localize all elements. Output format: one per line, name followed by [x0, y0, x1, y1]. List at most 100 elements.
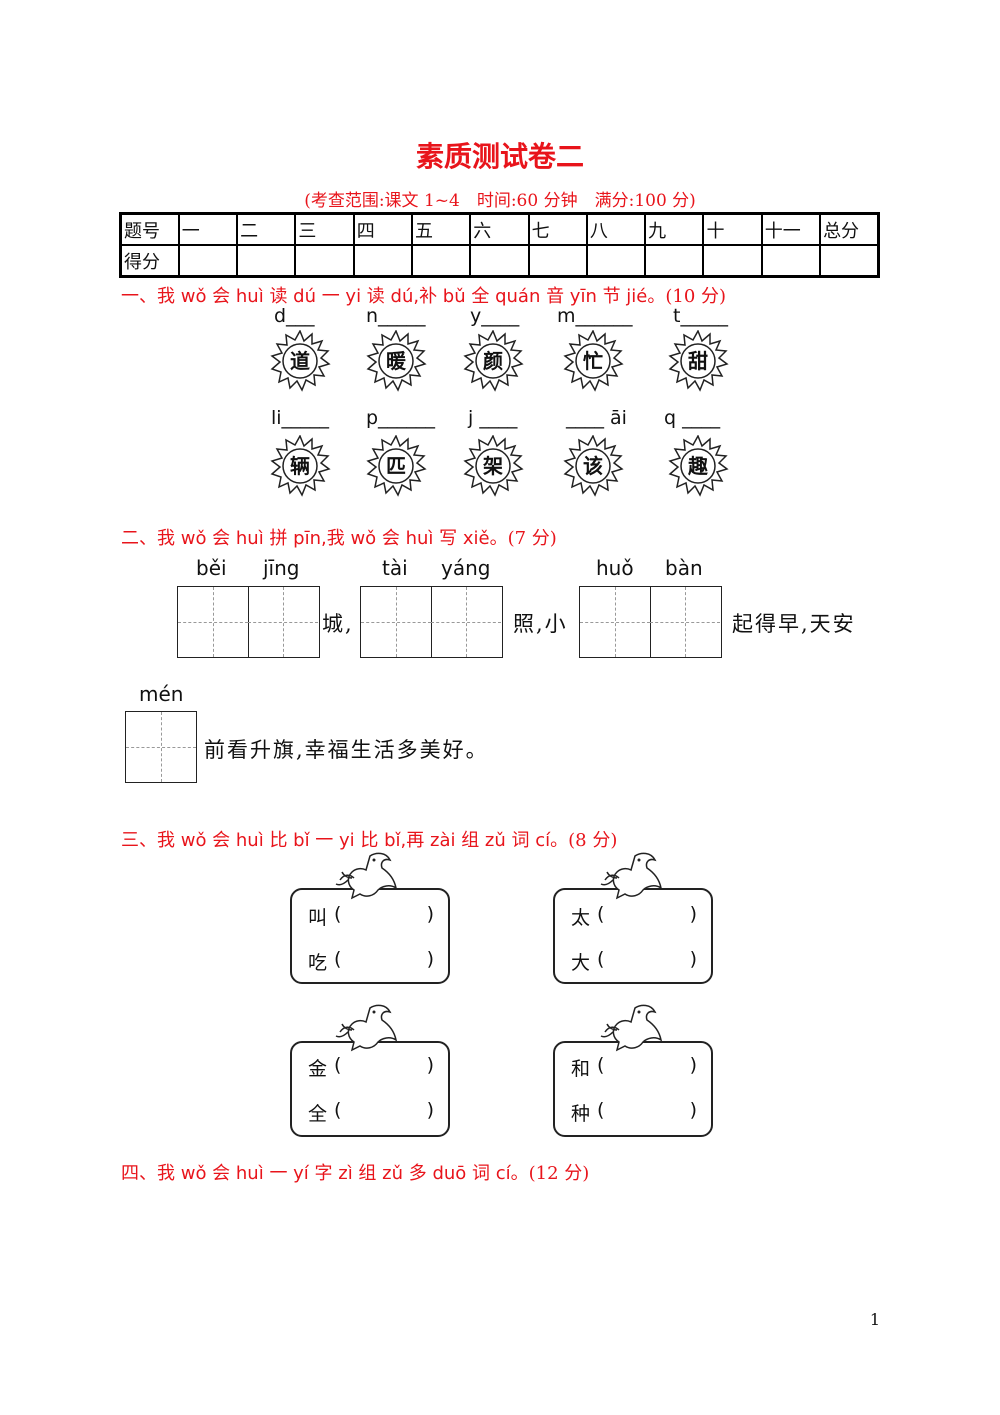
sun-icon: [463, 329, 524, 392]
sun-icon: [270, 329, 331, 392]
score-input-cell[interactable]: [585, 244, 647, 278]
sun-badge: 架: [462, 434, 524, 497]
right-paren: ): [426, 1099, 434, 1121]
q1-blank-label[interactable]: li_____: [271, 407, 330, 429]
word-line[interactable]: 大(): [571, 948, 697, 975]
sun-badge: 颜: [462, 329, 524, 392]
sun-badge: 暖: [365, 329, 427, 392]
sun-character: 架: [483, 454, 503, 478]
left-paren: (: [597, 903, 605, 925]
q1-blank-label[interactable]: m______: [557, 305, 633, 327]
answer-blank[interactable]: [617, 1099, 690, 1126]
answer-blank[interactable]: [354, 1099, 427, 1126]
sun-character: 该: [583, 454, 603, 478]
left-paren: (: [334, 1054, 342, 1076]
score-input-cell[interactable]: [760, 244, 822, 278]
q2-heading-text: 二、我 wǒ 会 huì 拼 pīn,我 wǒ 会 huì 写 xiě。: [121, 528, 508, 549]
score-input-cell[interactable]: [644, 244, 705, 278]
q1-blank-label[interactable]: y____: [470, 305, 520, 327]
q1-blank-label[interactable]: n_____: [366, 305, 426, 327]
dove-icon: [600, 852, 663, 900]
score-header-cell: 七: [527, 212, 588, 246]
sun-badge: 甜: [667, 329, 729, 392]
word-line[interactable]: 太 (): [571, 903, 697, 930]
pinyin-label: huǒ: [596, 556, 634, 580]
word-line[interactable]: 和(): [571, 1054, 697, 1081]
score-input-cell[interactable]: [410, 244, 472, 278]
pinyin-label: běi: [196, 556, 227, 580]
score-header-cell: 题号: [119, 212, 180, 246]
writing-cell[interactable]: [431, 587, 501, 657]
right-paren: ): [689, 948, 697, 970]
writing-cell[interactable]: [248, 587, 318, 657]
sun-character: 颜: [483, 349, 503, 373]
q1-blank-label[interactable]: d___: [274, 305, 315, 327]
writing-cell[interactable]: [361, 587, 432, 657]
writing-grid[interactable]: [360, 586, 503, 658]
card-character: 太: [571, 907, 591, 929]
writing-cell[interactable]: [650, 587, 720, 657]
sun-badge: 匹: [365, 434, 427, 497]
score-input-cell[interactable]: [819, 244, 880, 278]
q3-heading-text: 三、我 wǒ 会 huì 比 bǐ 一 yi 比 bǐ,再 zài 组 zǔ 词…: [121, 830, 569, 851]
writing-cell[interactable]: [580, 587, 651, 657]
card-character: 吃: [308, 952, 328, 974]
score-input-cell[interactable]: [236, 244, 297, 278]
q1-blank-label[interactable]: q ____: [664, 407, 721, 429]
dove-icon: [600, 1004, 663, 1052]
writing-cell[interactable]: [178, 587, 249, 657]
word-line[interactable]: 叫(): [308, 903, 434, 930]
right-paren: ): [689, 903, 697, 925]
left-paren: (: [597, 948, 605, 970]
sun-icon: [366, 434, 427, 497]
card-character: 全: [308, 1103, 328, 1125]
answer-blank[interactable]: [617, 948, 690, 975]
sun-badge: 辆: [269, 434, 331, 497]
writing-grid[interactable]: [579, 586, 722, 658]
score-header-cell: 六: [469, 212, 530, 246]
sentence-text: 城,: [322, 612, 354, 636]
score-table-header-row: 题号 一 二 三 四 五 六 七 八 九 十 十一 总分: [119, 212, 880, 246]
q1-blank-label[interactable]: ____ āi: [566, 407, 627, 429]
score-input-cell[interactable]: [527, 244, 588, 278]
score-input-cell[interactable]: [177, 244, 239, 278]
left-paren: (: [597, 1054, 605, 1076]
writing-grid[interactable]: [125, 711, 197, 783]
sun-badge: 忙: [562, 329, 624, 392]
pinyin-label: yáng: [441, 556, 491, 580]
score-header-cell: 一: [177, 212, 239, 246]
score-input-cell[interactable]: [702, 244, 763, 278]
score-header-cell: 三: [294, 212, 355, 246]
score-input-cell[interactable]: [294, 244, 355, 278]
right-paren: ): [689, 1099, 697, 1121]
left-paren: (: [334, 1099, 342, 1121]
right-paren: ): [426, 903, 434, 925]
score-header-cell: 十一: [760, 212, 822, 246]
q1-blank-label[interactable]: t_____: [673, 305, 728, 327]
answer-blank[interactable]: [354, 948, 427, 975]
score-table-score-row: 得分: [119, 244, 880, 278]
dove-icon: [335, 1004, 398, 1052]
score-input-cell[interactable]: [352, 244, 413, 278]
card-character: 金: [308, 1058, 328, 1080]
sun-character: 匹: [386, 454, 406, 478]
word-line[interactable]: 吃(): [308, 948, 434, 975]
pinyin-label: tài: [382, 556, 408, 580]
writing-cell[interactable]: [126, 712, 196, 782]
score-input-cell[interactable]: [469, 244, 530, 278]
q1-blank-label[interactable]: j ____: [468, 407, 518, 429]
score-header-cell: 总分: [819, 212, 880, 246]
word-line[interactable]: 全 (): [308, 1099, 434, 1126]
sun-icon: [668, 329, 729, 392]
q1-blank-label[interactable]: p______: [366, 407, 436, 429]
page-number: 1: [869, 1310, 880, 1329]
q4-heading: 四、我 wǒ 会 huì 一 yí 字 zì 组 zǔ 多 duō 词 cí。(…: [121, 1159, 589, 1185]
right-paren: ): [689, 1054, 697, 1076]
word-line[interactable]: 金(): [308, 1054, 434, 1081]
q3-points: (8 分): [568, 830, 618, 851]
q1-points: (10 分): [665, 286, 727, 307]
left-paren: (: [597, 1099, 605, 1121]
sentence-text: 前看升旗,幸福生活多美好。: [204, 738, 489, 762]
writing-grid[interactable]: [177, 586, 320, 658]
word-line[interactable]: 种(): [571, 1099, 697, 1126]
